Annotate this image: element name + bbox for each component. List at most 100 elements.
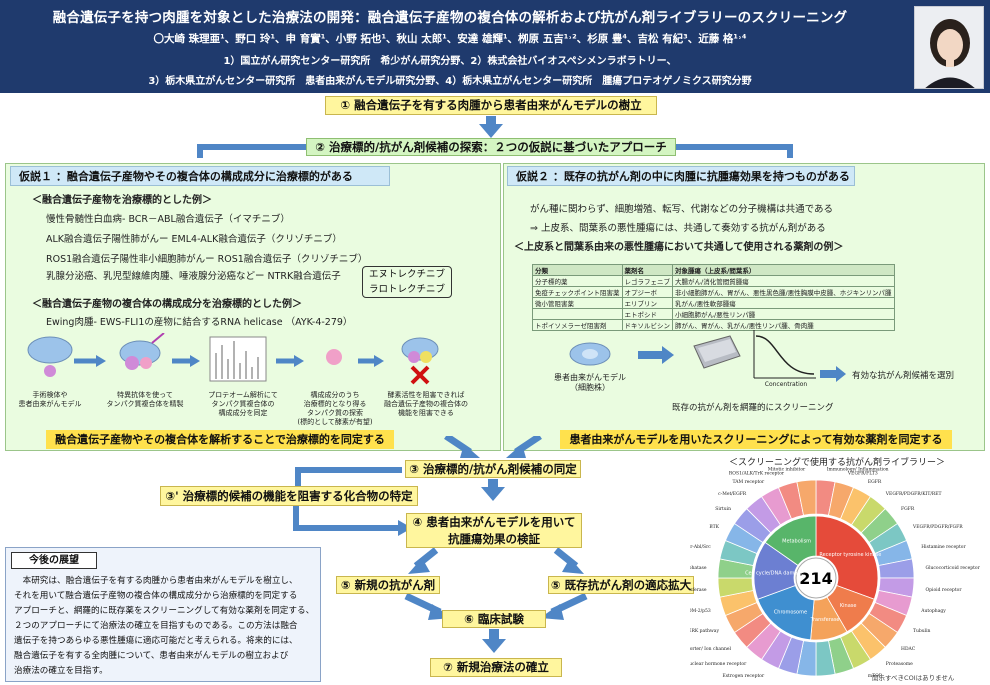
merge-arrows [444,436,542,458]
future-heading: 今後の展望 [11,552,97,569]
library-count: 214 [799,569,832,588]
library-title: ＜スクリーニングで使用する抗がん剤ライブラリー＞ [728,458,945,468]
drug-entrectinib: エヌトレクチニブ [369,269,446,280]
sunburst-inner-segment [815,515,879,600]
ntrk-drug-box: エヌトレクチニブ ラロトレクチニブ [362,266,452,298]
dose-response-plot [753,330,816,379]
step-5-drug-repositioning: ⑤ 既存抗がん剤の適応拡大 [548,576,694,594]
table-cell [532,308,623,320]
bend-arrow-to-4 [293,506,412,536]
sunburst-outer-segment [796,479,817,516]
table-header: 薬剤名 [621,264,673,276]
sunburst-inner-label: Transferase [810,617,840,623]
poster-title: 融合遺伝子を持つ肉腫を対象とした治療法の開発：融合遺伝子産物の複合体の解析および… [52,10,848,26]
hypothesis-1-panel [5,163,501,451]
arrow-shaft [489,629,499,639]
step-4-line-2: 抗腫瘍効果の検証 [448,532,540,546]
future-line: 治療法の確立を目指す。 [14,666,108,676]
flow-label-screen: 既存の抗がん剤を網羅的にスクリーニング [672,403,834,413]
shared-drug-table: 分類 薬剤名 対象腫瘍（上皮系/間葉系） 分子標的薬レゴラフェニブ大腸がん/消化… [532,264,895,331]
presenter-photo [914,6,984,89]
workflow-label-5: 酵素活性を阻害できれば 融合遺伝子産物の複合体の 機能を阻害できる [384,391,468,417]
table-row: 免疫チェックポイント阻害薬オプジーボ非小細胞肺がん、胃がん、悪性黒色腫/悪性胸膜… [532,286,895,298]
sunburst-outer-label: ROS1/ALK/TrK receptor [729,471,785,477]
sunburst-outer-label: Nuclear hormone receptor [690,661,747,667]
table-cell: エリブリン [621,297,673,309]
sunburst-outer-label: Mitotic inhibitor [768,467,806,473]
drug-larotrectinib: ラロトレクチニブ [369,284,446,295]
sunburst-outer-label: Glucocorticoid receptor [925,565,980,571]
workflow-label-4: 構成成分のうち 治療標的となり得る タンパク質の探索 (標的として酵素が有望) [297,391,373,426]
flow-arrow-1 [638,346,674,364]
hypothesis-1-heading: 仮説１ ：融合遺伝子産物やその複合体の構成成分に治療標的がある [10,166,390,186]
workflow-label-3: プロテオーム解析にて タンパク質複合体の 構成成分を同定 [208,391,278,417]
table-cell: 免疫チェックポイント阻害薬 [532,286,623,298]
affiliation-line-1: 1）国立がん研究センター研究所 希少がん研究分野、2）株式会社バイオスペシメンラ… [223,56,677,67]
sunburst-outer-label: c-Met/EGFR [718,491,747,497]
example-1-line-2: ALK融合遺伝子陽性肺がんー EML4-ALK融合遺伝子（クリゾチニブ） [46,234,342,245]
sunburst-outer-label: VEGFR/PDGFR/FGFR [912,524,963,530]
table-cell: エトポシド [621,308,673,320]
step-1-box: ① 融合遺伝子を有する肉腫から患者由来がんモデルの樹立 [325,96,657,115]
bend-arrow-3b [295,467,402,488]
sunburst-outer-label: FGFR [901,506,915,512]
sunburst-center [795,557,837,599]
sunburst-outer-label: Opioid receptor [925,587,962,593]
future-outlook-box: 今後の展望 本研究は、融合遺伝子を有する肉腫から患者由来がんモデルを樹立し、 そ… [5,547,321,682]
table-header: 対象腫瘍（上皮系/間葉系） [672,264,895,276]
table-cell: 小細胞肺がん/悪性リンパ腫 [672,308,895,320]
arrow-shaft [486,116,496,124]
example-2-line: Ewing肉腫- EWS-FLI1の産物に結合するRNA helicase （A… [46,317,353,328]
sunburst-outer-label: mTOR [868,673,883,678]
plot-x-label: Concentration [764,381,808,388]
step-3b-box: ③' 治療標的候補の機能を阻害する化合物の特定 [160,486,418,506]
plate-icon [693,335,741,369]
sunburst-outer-label: MDM-2/p53 [690,608,711,614]
sunburst-outer-label: Immunology/ Inflammation [827,467,889,473]
table-cell: ドキソルビシン [621,319,673,331]
table-row: 微小管阻害薬エリブリン乳がん/悪性軟部腫瘍 [532,297,895,309]
sunburst-outer-label: EGFR [868,479,882,485]
table-cell: 大腸がん/消化管間質腫瘍 [672,275,895,287]
step-5-new-drug: ⑤ 新規の抗がん剤 [336,576,440,594]
sunburst-outer-label: Autophagy [920,608,946,614]
table-row: エトポシド小細胞肺がん/悪性リンパ腫 [532,308,895,320]
sunburst-inner-label: Receptor tyrosine kinase [819,552,881,558]
arrow-down-icon [482,639,506,653]
cell-flask-icon [569,342,611,366]
split-arrows [197,144,793,158]
sunburst-outer-label: HDAC [901,646,916,652]
sunburst-outer-label: MAPK/ERK pathway [690,628,719,634]
table-cell: 非小細胞肺がん、胃がん、悪性黒色腫/悪性胸膜中皮腫、ホジキンリンパ腫 [672,286,895,298]
future-line: ２つのアプローチにて治療法の確立を目指すものである。この方法は融合 [14,621,298,631]
example-1-line-3: ROS1融合遺伝子陽性非小細胞肺がんー ROS1融合遺伝子（クリゾチニブ） [46,254,368,265]
step-4-line-1: ④ 患者由来がんモデルを用いて [412,515,576,529]
table-cell: 肺がん、胃がん、乳がん/悪性リンパ腫、骨肉腫 [672,319,895,331]
sunburst-outer-label: Phosphatase [690,565,707,571]
sunburst-outer-label: VEGFR/PDGFR/KIT/RET [885,491,942,497]
hypothesis-1-conclusion: 融合遺伝子産物やその複合体を解析することで治療標的を同定する [46,430,394,449]
flow-label-model: 患者由来がんモデル （細胞株） [554,373,626,392]
sunburst-outer-label: Tubulin [913,628,931,634]
table-cell: トポイソメラーゼ阻害剤 [532,319,623,331]
coi-note: 開示すべきCOIはありません [872,674,955,682]
sunburst-inner-segment [764,515,817,566]
future-line: 本研究は、融合遺伝子を有する肉腫から患者由来がんモデルを樹立し、 [14,576,298,586]
step-2-box: ② 治療標的/抗がん剤候補の探索：２つの仮説に基づいたアプローチ [306,138,676,156]
arrow-shaft [488,479,498,487]
future-line: アプローチと、網羅的に既存薬をスクリーニングして有効な薬剤を同定する、 [14,606,315,616]
affiliation-line-2: 3）栃木県立がんセンター研究所 患者由来がんモデル研究分野、4）栃木県立がんセン… [148,76,752,87]
table-row: トポイソメラーゼ阻害剤ドキソルビシン肺がん、胃がん、乳がん/悪性リンパ腫、骨肉腫 [532,319,895,331]
sunburst-outer-label: Methyltransferase [690,587,707,593]
table-cell: 分子標的薬 [532,275,623,287]
hypothesis-2-line-1: がん種に関わらず、細胞増殖、転写、代謝などの分子機構は共通である [530,204,834,215]
future-line: それを用いて融合遺伝子産物の複合体の構成成分から治療標的を同定する [14,591,298,601]
table-header: 分類 [532,264,623,276]
sunburst-outer-label: Histamine receptor [921,544,966,550]
future-line: 遺伝子を持つあらゆる悪性腫瘍に適応可能だと考えられる。将来的には、 [14,636,298,646]
workflow-label-1: 手術検体や 患者由来がんモデル [18,391,82,408]
arrow-down-icon [481,487,505,501]
table-row: 分子標的薬レゴラフェニブ大腸がん/消化管間質腫瘍 [532,275,895,287]
complex-analysis-workflow [27,333,439,385]
